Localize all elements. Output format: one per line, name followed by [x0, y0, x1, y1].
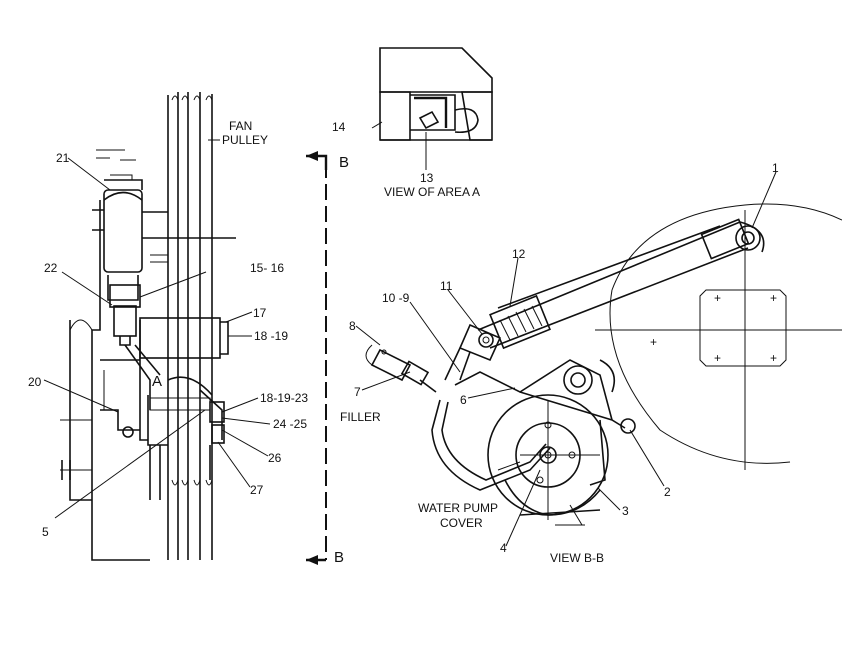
fan-pulley-label-1: FAN: [229, 119, 252, 133]
water-pump-cover-label-2: COVER: [440, 516, 483, 530]
callout-22: 22: [44, 261, 58, 275]
callout-27: 27: [250, 483, 264, 497]
view-bb-label: VIEW B-B: [550, 551, 604, 565]
svg-text:+: +: [714, 351, 721, 365]
callout-4: 4: [500, 541, 507, 555]
filler-label: FILLER: [340, 410, 381, 424]
view-area-a-label: VIEW OF AREA A: [384, 185, 480, 199]
callout-8: 8: [349, 319, 356, 333]
section-line-bb: [306, 151, 328, 565]
callout-18-19-23: 18-19-23: [260, 391, 308, 405]
callout-6: 6: [460, 393, 467, 407]
callout-15-16: 15- 16: [250, 261, 284, 275]
water-pump-cover-label-1: WATER PUMP: [418, 501, 498, 515]
callout-17: 17: [253, 306, 267, 320]
svg-text:+: +: [770, 291, 777, 305]
callout-1: 1: [772, 161, 779, 175]
callout-26: 26: [268, 451, 282, 465]
callout-11: 11: [440, 279, 453, 293]
area-a-detail: [379, 47, 493, 141]
callout-3: 3: [622, 504, 629, 518]
left-assembly: [60, 92, 236, 561]
view-bb-drawing: + + + + +: [365, 203, 842, 526]
section-b-bottom: B: [334, 549, 344, 566]
callout-2: 2: [664, 485, 671, 499]
callout-24-25: 24 -25: [273, 417, 307, 431]
area-a-label: A: [152, 373, 162, 390]
callout-7: 7: [354, 385, 361, 399]
callout-10-9: 10 -9: [382, 291, 410, 305]
callout-18-19: 18 -19: [254, 329, 288, 343]
callout-14: 14: [332, 120, 346, 134]
svg-text:+: +: [714, 291, 721, 305]
fan-pulley-label-2: PULLEY: [222, 133, 268, 147]
callout-5: 5: [42, 525, 49, 539]
callouts: [43, 121, 777, 547]
callout-13: 13: [420, 171, 434, 185]
section-b-top: B: [339, 154, 349, 171]
svg-text:+: +: [770, 351, 777, 365]
callout-21: 21: [56, 151, 70, 165]
svg-text:+: +: [650, 335, 657, 349]
callout-12: 12: [512, 247, 526, 261]
callout-20: 20: [28, 375, 42, 389]
